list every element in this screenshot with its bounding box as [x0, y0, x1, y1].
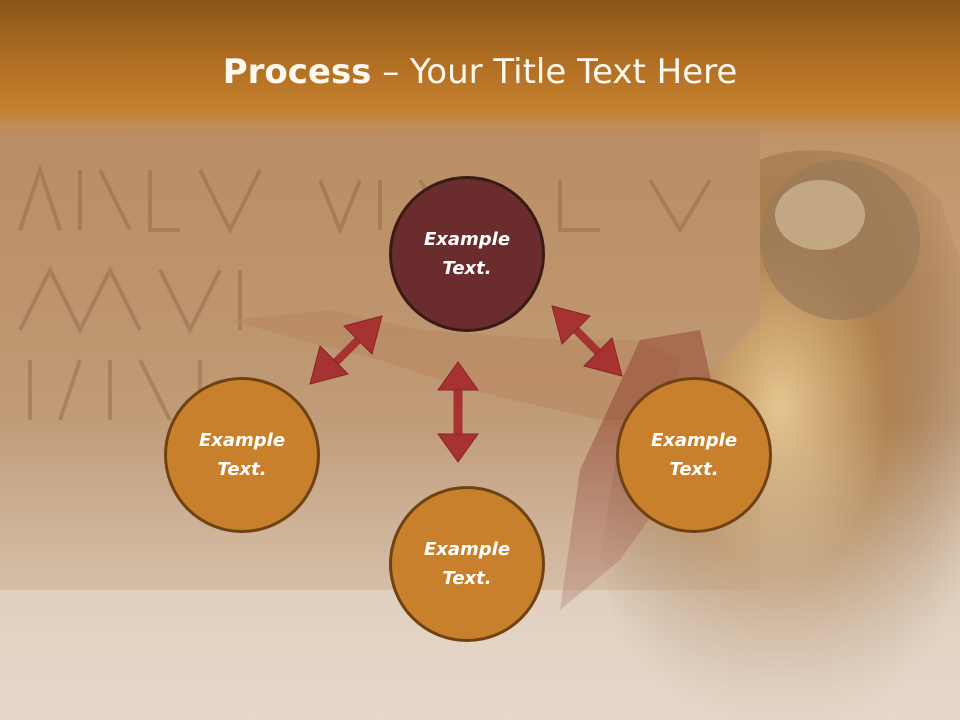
- node-center-label: Example Text.: [423, 229, 511, 279]
- slide-title: Process – Your Title Text Here: [0, 52, 960, 92]
- node-left-label: Example Text.: [198, 430, 286, 480]
- title-rest-part: – Your Title Text Here: [371, 52, 738, 92]
- title-bar: [0, 0, 960, 135]
- arrow-center-to-right: [551, 305, 623, 377]
- diagram-node-bottom: Example Text.: [389, 486, 545, 642]
- helmet-highlight: [775, 180, 865, 250]
- arrow-center-to-bottom: [437, 361, 479, 463]
- node-right-label: Example Text.: [650, 430, 738, 480]
- carved-inscription: [18, 163, 712, 421]
- pointing-arm: [230, 310, 680, 420]
- title-bold-part: Process: [222, 52, 372, 92]
- diagram-node-left: Example Text.: [164, 377, 320, 533]
- node-bottom-label: Example Text.: [423, 539, 511, 589]
- diagram-node-right: Example Text.: [616, 377, 772, 533]
- diagram-node-center: Example Text.: [389, 176, 545, 332]
- arrow-center-to-left: [309, 315, 383, 385]
